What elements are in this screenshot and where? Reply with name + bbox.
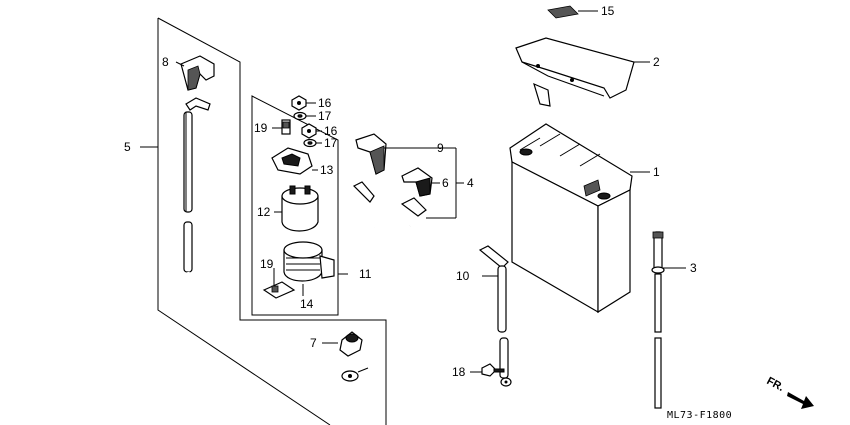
callout-9: 9 [437, 141, 444, 155]
breather-tube-3 [651, 231, 686, 409]
battery-1 [509, 123, 650, 314]
terminal-cap-7 [322, 331, 363, 357]
front-direction-arrow: FR. [765, 375, 814, 409]
cable-group-outline [140, 17, 387, 425]
fuse-19a [272, 119, 291, 135]
terminal-cover-9 [355, 133, 387, 175]
terminal-cover-6 [401, 167, 433, 197]
callout-19a: 19 [254, 121, 268, 135]
callout-12: 12 [257, 205, 271, 219]
front-label: FR. [765, 375, 786, 394]
callout-8: 8 [162, 55, 169, 69]
callout-19b: 19 [260, 257, 274, 271]
callout-18: 18 [452, 365, 466, 379]
relay-assembly-11 [283, 241, 335, 296]
washer-17a [293, 111, 307, 121]
callout-5: 5 [124, 140, 131, 154]
callout-17b: 17 [324, 136, 338, 150]
relay-cover-13 [271, 147, 318, 175]
nut-16a [291, 95, 307, 111]
callout-6: 6 [442, 176, 449, 190]
pad-15 [547, 5, 598, 19]
callout-10: 10 [456, 269, 470, 283]
positive-cable-5 [183, 97, 369, 386]
callout-17a: 17 [318, 109, 332, 123]
callout-1: 1 [653, 165, 660, 179]
callout-15: 15 [601, 4, 615, 18]
callout-16b: 16 [324, 124, 338, 138]
battery-cover-2 [515, 37, 650, 107]
nut-16b [301, 123, 317, 139]
bolt-18 [470, 363, 505, 377]
terminal-cover-8 [175, 55, 215, 91]
callout-13: 13 [320, 163, 334, 177]
negative-cable-4 [352, 181, 427, 258]
starter-relay-12 [274, 185, 319, 232]
callout-4: 4 [467, 176, 474, 190]
callout-bracket-4 [384, 147, 464, 219]
callout-2: 2 [653, 55, 660, 69]
callout-7: 7 [310, 336, 317, 350]
callout-14: 14 [300, 297, 314, 311]
fuse-holder-14 [262, 268, 296, 299]
washer-17b [303, 138, 317, 148]
callout-3: 3 [690, 261, 697, 275]
cable-10 [478, 245, 512, 387]
callout-16a: 16 [318, 96, 332, 110]
callout-11: 11 [359, 267, 372, 281]
diagram-code: ML73-F1800 [667, 410, 732, 421]
